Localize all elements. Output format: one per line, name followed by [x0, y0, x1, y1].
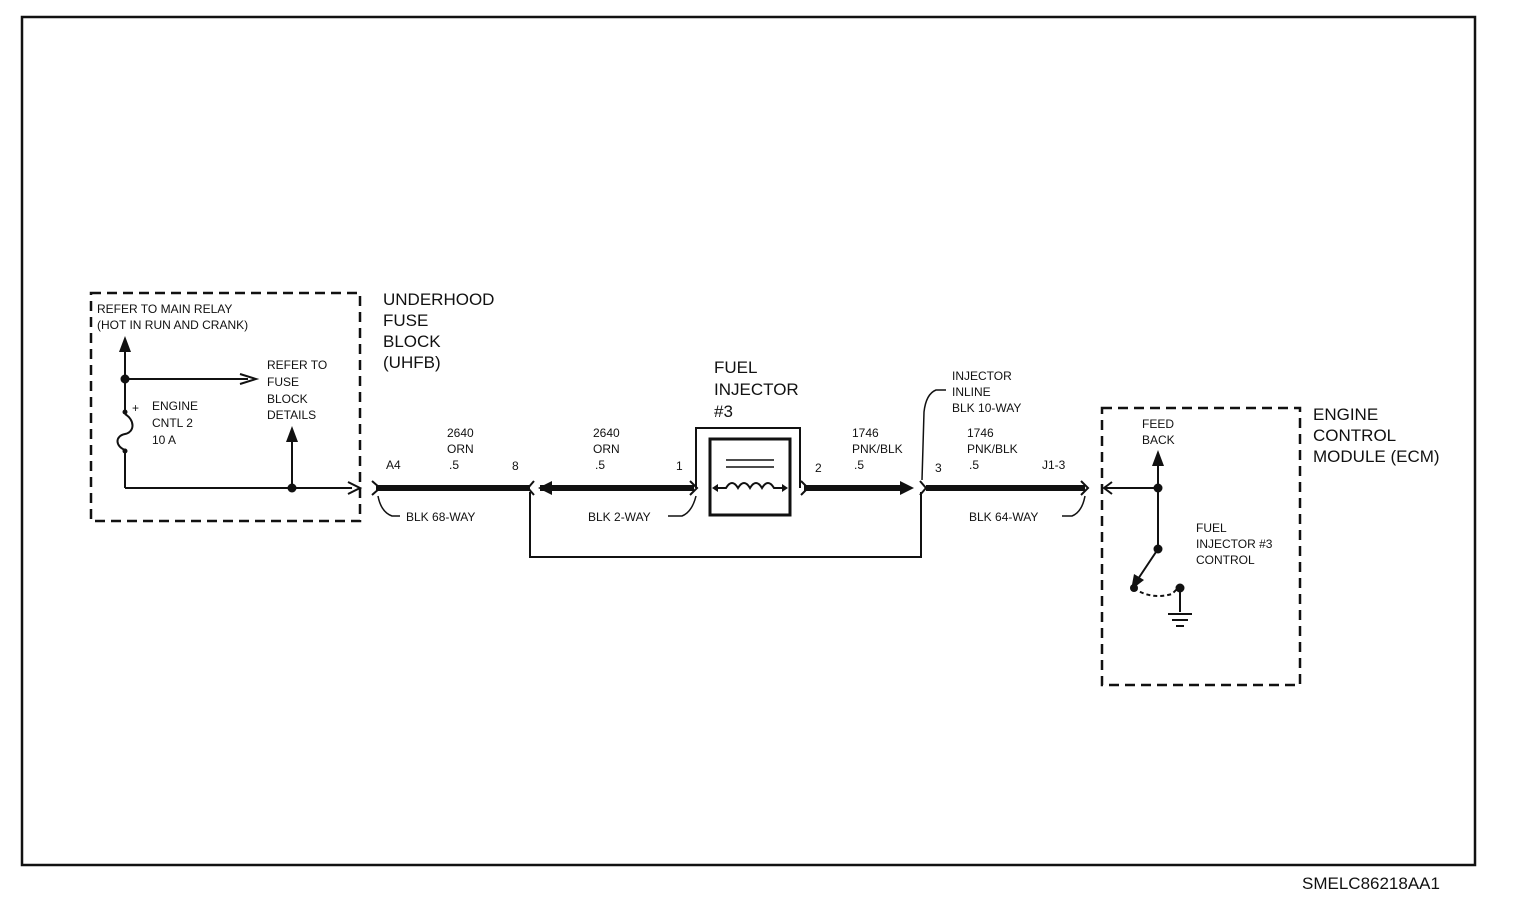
refer-main-relay-line2: (HOT IN RUN AND CRANK): [97, 318, 248, 332]
wire-2-color: ORN: [593, 442, 620, 456]
fuse-plus-mark: +: [132, 401, 139, 415]
pin-3: 3: [935, 461, 942, 475]
ecm-box: [1100, 406, 1302, 687]
control-label-line1: FUEL: [1196, 521, 1227, 535]
connector-leader: [1062, 495, 1086, 517]
ecm-title-line1: ENGINE: [1313, 405, 1378, 424]
uhfb-title-line2: FUSE: [383, 311, 428, 330]
refer-fuse-block-line2: FUSE: [267, 375, 299, 389]
control-label-line2: INJECTOR #3: [1196, 537, 1273, 551]
pin-j1-3: J1-3: [1042, 458, 1066, 472]
refer-main-relay-line1: REFER TO MAIN RELAY: [97, 302, 232, 316]
fuse-icon: [116, 379, 134, 454]
uhfb-title-line4: (UHFB): [383, 353, 441, 372]
wire-3-circuit: 1746: [852, 426, 879, 440]
pin-8: 8: [512, 459, 519, 473]
feedback-label-line1: FEED: [1142, 417, 1174, 431]
pin-a4: A4: [386, 458, 401, 472]
connector-blk-68-way: BLK 68-WAY: [406, 510, 475, 524]
diagram-frame: [20, 15, 1477, 867]
switch-actuation-link: [1133, 587, 1179, 597]
wire-1-circuit: 2640: [447, 426, 474, 440]
fuse-label-line1: ENGINE: [152, 399, 198, 413]
fuse-label-line3: 10 A: [152, 433, 176, 447]
fuse-label-line2: CNTL 2: [152, 416, 193, 430]
connector-leader: [377, 495, 400, 517]
wire-4-circuit: 1746: [967, 426, 994, 440]
refer-fuse-block-line3: BLOCK: [267, 392, 308, 406]
connector-blk-64-way: BLK 64-WAY: [969, 510, 1038, 524]
arrow-up-icon: [119, 336, 131, 352]
drawing-code: SMELC86218AA1: [1302, 874, 1440, 893]
wire-4-color: PNK/BLK: [967, 442, 1018, 456]
inline-label-line1: INJECTOR: [952, 369, 1012, 383]
wire-3-gauge: .5: [854, 458, 864, 472]
wire-1-gauge: .5: [449, 458, 459, 472]
connector-shell-line: [529, 492, 922, 558]
wire-1-color: ORN: [447, 442, 474, 456]
injector-housing: [695, 427, 801, 488]
wire-3-color: PNK/BLK: [852, 442, 903, 456]
connector-end-icon: [371, 480, 382, 496]
injector-coil-icon: [716, 482, 784, 490]
connector-end-icon: [919, 480, 928, 496]
arrow-right-icon: [239, 373, 260, 385]
injector-body: [708, 437, 792, 517]
wire-2-circuit: 2640: [593, 426, 620, 440]
inline-connector-leader: [921, 389, 946, 481]
arrow-right-icon: [900, 481, 914, 495]
ecm-title-line3: MODULE (ECM): [1313, 447, 1440, 466]
pin-1: 1: [676, 459, 683, 473]
uhfb-title-line1: UNDERHOOD: [383, 290, 494, 309]
arrow-up-icon: [286, 426, 298, 442]
refer-fuse-block-line1: REFER TO: [267, 358, 327, 372]
arrow-right-icon: [347, 481, 363, 495]
ground-icon: [1168, 613, 1192, 627]
injector-title-line1: FUEL: [714, 358, 757, 377]
ecm-title-line2: CONTROL: [1313, 426, 1396, 445]
inline-label-line2: INLINE: [952, 385, 991, 399]
uhfb-title-line3: BLOCK: [383, 332, 441, 351]
feedback-label-line2: BACK: [1142, 433, 1175, 447]
arrow-left-icon: [538, 481, 552, 495]
wire-2-gauge: .5: [595, 458, 605, 472]
coil-arrow-icon: [712, 484, 718, 492]
uhfb-box: [89, 291, 362, 523]
injector-title-line3: #3: [714, 402, 733, 421]
connector-blk-2-way: BLK 2-WAY: [588, 510, 651, 524]
connector-leader: [668, 495, 697, 517]
driver-switch-blade: [1135, 548, 1159, 583]
arrow-up-icon: [1152, 450, 1164, 466]
connector-end-icon: [526, 480, 535, 496]
wire-4-gauge: .5: [969, 458, 979, 472]
connector-end-icon: [1080, 480, 1090, 496]
connector-end-icon: [800, 480, 810, 496]
inline-label-line3: BLK 10-WAY: [952, 401, 1021, 415]
coil-arrow-icon: [782, 484, 788, 492]
injector-title-line2: INJECTOR: [714, 380, 799, 399]
refer-fuse-block-line4: DETAILS: [267, 408, 316, 422]
control-label-line3: CONTROL: [1196, 553, 1255, 567]
pin-2: 2: [815, 461, 822, 475]
